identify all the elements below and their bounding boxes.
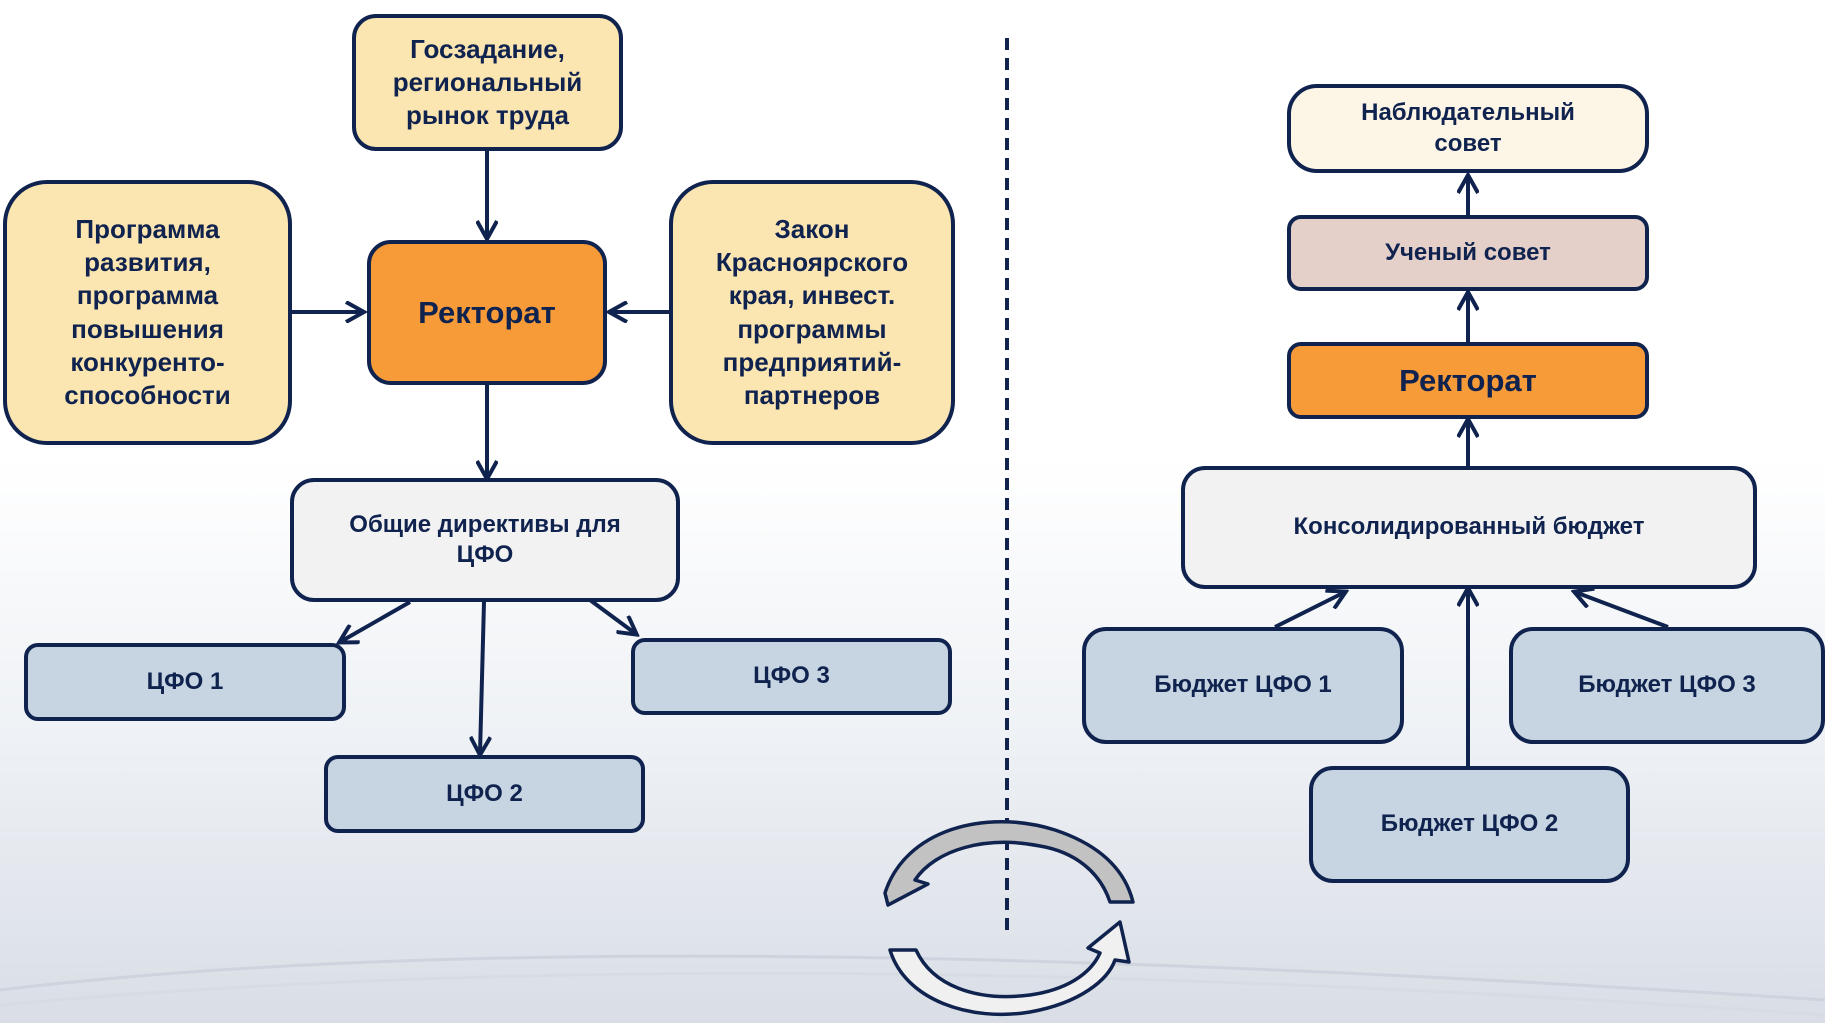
development-program-box: Программа развития, программа повышения … [3, 180, 292, 445]
budget-cfo-1-box: Бюджет ЦФО 1 [1082, 627, 1404, 744]
regional-law-box: Закон Красноярского края, инвест. програ… [669, 180, 955, 445]
cfo-3-box: ЦФО 3 [631, 638, 952, 715]
arrow-directives-to-cfo1 [340, 600, 411, 642]
arrow-budget-cfo1-up [1274, 592, 1345, 629]
state-task-box: Госзадание, региональный рынок труда [352, 14, 623, 151]
academic-council-box: Ученый совет [1287, 215, 1649, 291]
budget-cfo-2-box: Бюджет ЦФО 2 [1309, 766, 1630, 883]
supervisory-board-box: Наблюдательный совет [1287, 84, 1649, 173]
consolidated-budget-box: Консолидированный бюджет [1181, 466, 1757, 589]
directives-box: Общие директивы для ЦФО [290, 478, 680, 602]
rectorate-box-left: Ректорат [367, 240, 607, 385]
cycle-arrows-icon [883, 819, 1135, 1017]
rectorate-box-right: Ректорат [1287, 342, 1649, 419]
arrow-directives-to-cfo3 [588, 598, 636, 634]
cfo-2-box: ЦФО 2 [324, 755, 645, 833]
budget-cfo-3-box: Бюджет ЦФО 3 [1509, 627, 1825, 744]
cfo-1-box: ЦФО 1 [24, 643, 346, 721]
arrow-directives-to-cfo2 [480, 601, 484, 754]
arrow-budget-cfo3-up [1575, 592, 1669, 629]
